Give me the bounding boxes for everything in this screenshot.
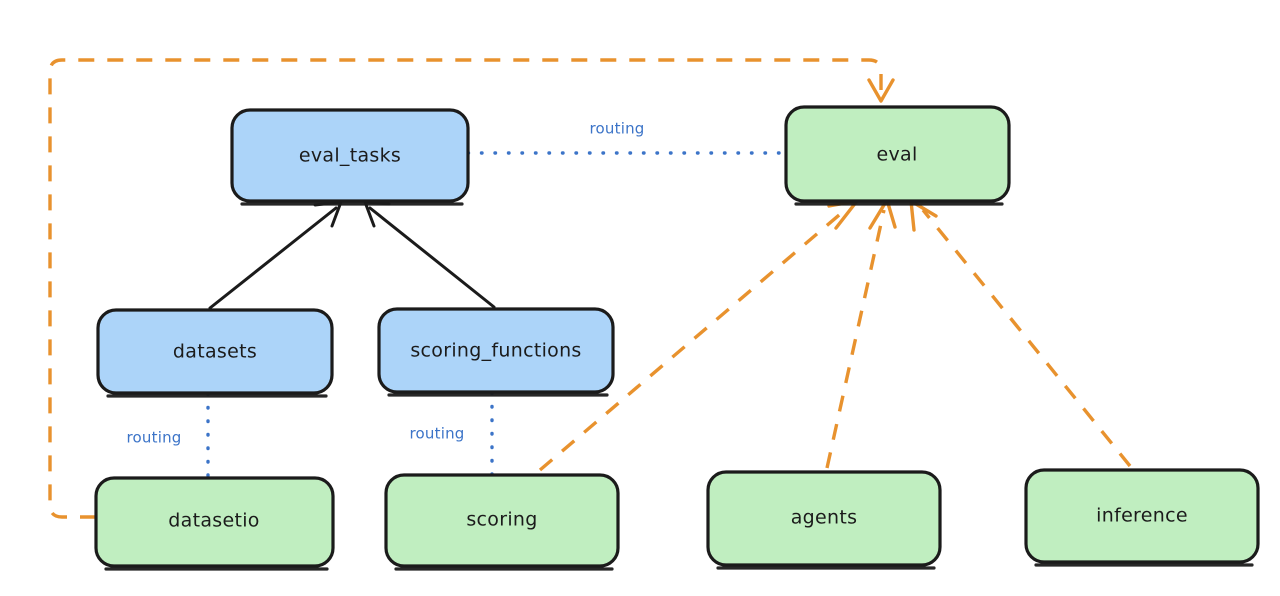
- edge-datasets-eval-tasks[interactable]: [208, 200, 343, 310]
- node-eval[interactable]: eval: [784, 105, 1011, 206]
- edge-label-routing-scoring: routing: [410, 425, 465, 443]
- node-datasets[interactable]: datasets: [96, 308, 334, 398]
- node-label-eval-tasks: eval_tasks: [299, 145, 401, 167]
- node-datasetio[interactable]: datasetio: [94, 476, 335, 571]
- edge-label-routing-datasetio: routing: [127, 429, 182, 447]
- node-label-datasetio: datasetio: [168, 510, 259, 532]
- node-label-agents: agents: [791, 507, 858, 529]
- node-scoring-functions[interactable]: scoring_functions: [377, 307, 615, 397]
- node-scoring[interactable]: scoring: [384, 473, 620, 571]
- node-label-datasets: datasets: [173, 341, 257, 363]
- edge-scoring-functions-eval-tasks[interactable]: [363, 200, 496, 309]
- edge-label-layer: routing routing routing: [127, 120, 645, 447]
- edge-agents-eval[interactable]: [825, 198, 897, 469]
- edge-inference-eval[interactable]: [909, 199, 1132, 468]
- node-layer: eval_tasks eval datasets scoring_functio…: [94, 105, 1260, 571]
- edge-datasetio-eval[interactable]: [48, 58, 895, 519]
- node-label-inference: inference: [1096, 505, 1188, 527]
- node-label-eval: eval: [876, 144, 917, 166]
- node-label-scoring-functions: scoring_functions: [410, 340, 581, 362]
- node-agents[interactable]: agents: [706, 470, 942, 570]
- node-label-scoring: scoring: [466, 509, 537, 531]
- node-inference[interactable]: inference: [1024, 468, 1260, 567]
- edge-label-routing-eval: routing: [590, 120, 645, 138]
- node-eval-tasks[interactable]: eval_tasks: [230, 108, 470, 206]
